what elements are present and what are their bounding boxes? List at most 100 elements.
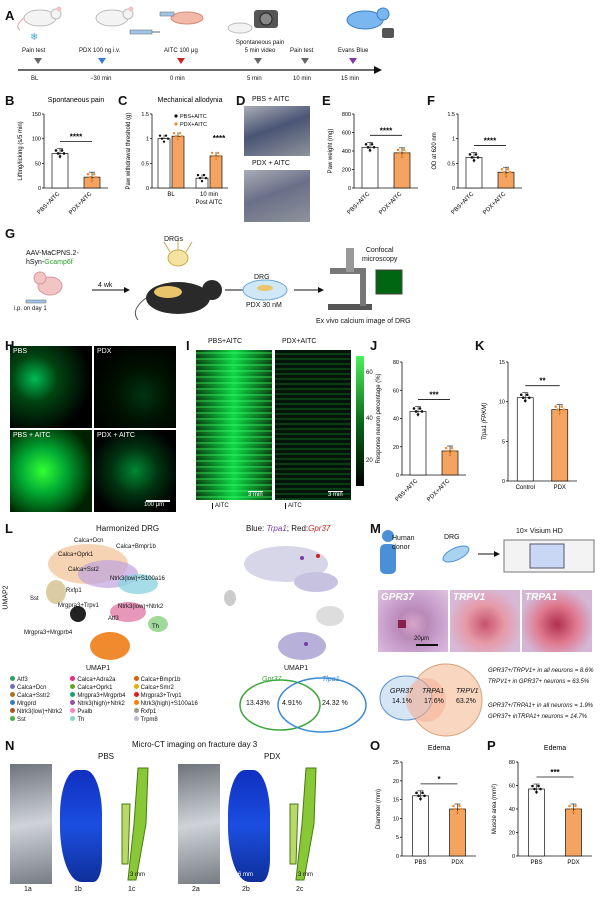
y-tick-label: 0 [146, 186, 149, 192]
data-point [476, 156, 480, 159]
legend-swatch [70, 692, 76, 697]
ct-image-2c [289, 767, 317, 881]
data-point [502, 170, 506, 174]
data-point [417, 794, 420, 798]
significance-label: * [437, 775, 441, 784]
legend-swatch [70, 716, 76, 721]
timepoint-marker [301, 58, 309, 64]
panel-letter-e: E [322, 93, 331, 108]
time-label: −30 min [90, 76, 112, 82]
ct-volume [228, 770, 270, 882]
legend-swatch [10, 700, 15, 705]
title-gpr37: Gpr37 [308, 524, 331, 533]
bar [528, 788, 545, 857]
gene-label: GPR37 [381, 592, 414, 603]
legend-label: Atf3 [17, 677, 28, 683]
data-point [56, 152, 60, 155]
legend-label: PBS+AITC [180, 114, 207, 120]
bar [516, 397, 534, 482]
data-point [458, 804, 461, 808]
legend-swatch [133, 700, 139, 705]
mouse-blue-icon [346, 7, 394, 38]
umap-expression [224, 546, 344, 660]
image-label: PBS [13, 348, 28, 355]
ct-sublabel: 2b [242, 886, 250, 893]
x-tick-label: PBS [414, 860, 426, 866]
data-point [470, 156, 474, 159]
data-point [460, 807, 463, 811]
umap2-title: Blue: Trpa1; Red:Gpr37 [246, 524, 330, 533]
cluster-label: Rxfp1 [66, 588, 82, 594]
legend-item: Calca+Oprk1 [70, 684, 127, 692]
visium-label: 10× Visium HD [516, 528, 563, 535]
data-point [572, 810, 575, 814]
chart-b-spontaneous-pain: Spontaneous pain050100150Lifting/licking… [18, 97, 108, 216]
y-tick-label: 0 [452, 186, 455, 192]
data-point [86, 172, 90, 176]
human-icon [380, 530, 396, 574]
y-tick-label: 60 [509, 784, 515, 790]
y-tick-label: 0 [38, 186, 41, 192]
bar [157, 138, 171, 189]
panel-letter-c: C [118, 93, 128, 108]
data-point [180, 135, 184, 138]
legend-label: Calca+Sstr2 [17, 693, 50, 699]
y-axis-label: OD at 620 nm [432, 132, 438, 169]
data-point [423, 794, 426, 798]
data-point [366, 146, 370, 149]
scale-bar-label: 100 μm [144, 502, 165, 508]
data-point [474, 153, 478, 156]
y-tick-label: 800 [342, 112, 351, 118]
calcium-image-pbs: PBS [10, 346, 92, 428]
y-tick-label: 1 [146, 137, 149, 143]
legend-label: Ntrk3(high)+S100a16 [140, 701, 198, 707]
time-label: 15 min [341, 76, 360, 82]
ct-image-2a [178, 764, 220, 884]
legend-label: Calca+Adra2a [77, 677, 116, 683]
data-point [404, 151, 408, 155]
paw-image-pbs [244, 106, 310, 156]
data-point [521, 396, 525, 399]
gene-label: TRPV1 [453, 592, 486, 603]
data-point [444, 446, 448, 450]
legend-item: Sst [10, 716, 64, 724]
legend-item: Trpm8 [133, 716, 200, 724]
y-axis-label: Trpa1 (FPKM) [482, 403, 488, 441]
data-point [472, 159, 476, 162]
time-scale: 3 min [248, 491, 263, 498]
bar [51, 153, 69, 189]
data-point [500, 167, 504, 171]
event-label: AITC 100 μg [164, 48, 198, 54]
data-point [504, 173, 508, 177]
timepoint-marker [254, 58, 262, 64]
data-point [370, 143, 374, 146]
syringe-icon [129, 29, 160, 35]
legend-item: Calca+Sstr2 [10, 692, 64, 700]
data-point [158, 134, 162, 137]
data-point [454, 807, 457, 811]
x-tick-label: PDX+AITC [482, 191, 508, 217]
data-point [570, 807, 573, 811]
data-point [419, 797, 422, 801]
mouse-dark-icon [134, 280, 222, 321]
legend-label: Calca+Bmpr1b [140, 677, 181, 683]
data-point [172, 132, 176, 135]
legend-item: Th [70, 716, 127, 724]
visium-image-trpa1: TRPA1 [522, 590, 592, 652]
m-stat: GPR37+/TRPA1+ in all neurons = 1.9% [488, 703, 594, 709]
event-label: Evans Blue [338, 48, 369, 54]
legend-swatch [133, 684, 139, 689]
data-point [468, 153, 472, 156]
y-tick-label: 0.5 [447, 161, 455, 167]
panel-d-label: PDX + AITC [252, 160, 290, 167]
legend-swatch [70, 700, 76, 705]
x-tick-label: Control [516, 485, 535, 491]
significance-label: ** [539, 377, 546, 386]
data-point [537, 784, 540, 788]
data-point [533, 787, 536, 791]
legend-item: Ntrk3(low)+Ntrk2 [10, 708, 64, 716]
cluster-label: Calca+Sst2 [68, 567, 99, 573]
colorbar-tick: 40 [366, 416, 373, 422]
